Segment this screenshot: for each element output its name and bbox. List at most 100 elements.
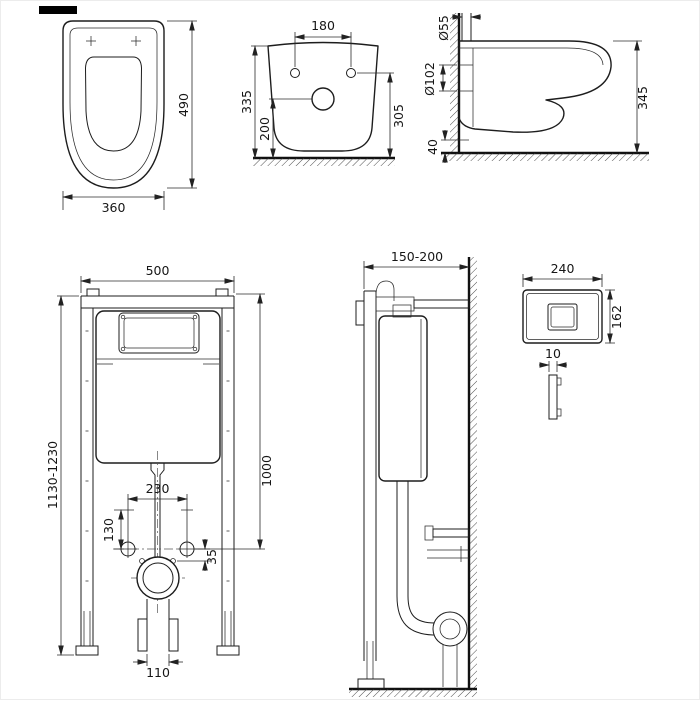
socket-hatch-left: [137, 618, 148, 652]
flush-button: [547, 303, 578, 331]
bowl-back-outline: [267, 41, 379, 152]
socket-hatch-right: [168, 618, 179, 652]
dim-frame-width: 500: [80, 263, 235, 293]
dim-offset-130-label: 130: [101, 518, 116, 542]
plate-side-profile: [548, 374, 558, 420]
dim-offset-35-label: 35: [204, 549, 219, 565]
profile-clip-bottom: [556, 408, 562, 417]
drain-outlet-inner: [142, 562, 174, 594]
stud-cross-marks: [119, 540, 196, 558]
view-bowl-side: Ø55 Ø102 345 40: [422, 13, 650, 163]
dim-bowl-depth: 490: [167, 20, 197, 189]
dim-frame-width-label: 500: [146, 263, 170, 278]
dim-bolt-height-label: 305: [391, 104, 406, 128]
top-tab-left: [86, 288, 100, 297]
drain-bell-inner: [439, 618, 461, 640]
dim-outlet-110: 110: [133, 654, 183, 680]
window-screw: [120, 314, 126, 320]
dim-bolt-spacing: 180: [294, 18, 352, 67]
plate-inner-line: [526, 293, 599, 340]
bowl-top-outline: [62, 20, 165, 189]
seat-line: [459, 47, 604, 66]
dim-bolt-height-1000-label: 1000: [259, 455, 274, 487]
rail-holes: [85, 330, 230, 582]
side-foot: [357, 678, 385, 690]
dim-flush-pipe-diameter: Ø55: [436, 14, 481, 41]
dim-bowl-width-label: 360: [102, 200, 126, 215]
floor-hatch: [349, 689, 477, 697]
frame-rails: [80, 295, 235, 646]
flush-pipe: [461, 13, 472, 41]
crop-mark: [39, 6, 77, 14]
drain-pipe-lines: [146, 599, 170, 651]
dim-bolt-spacing-label: 180: [311, 18, 335, 33]
dim-floor-gap: 40: [425, 130, 469, 163]
side-cistern: [378, 315, 428, 482]
dim-bowl-width: 360: [62, 191, 165, 215]
dim-flush-pipe-diameter-label: Ø55: [436, 15, 451, 41]
floor-hatch: [253, 158, 395, 166]
dim-plate-width-label: 240: [551, 261, 575, 276]
side-rail: [363, 290, 377, 661]
bolt-hole-left: [290, 68, 300, 78]
dim-total-height: 335: [239, 45, 268, 159]
wall-hatch: [450, 13, 459, 153]
view-bowl-top: 490 360: [62, 20, 197, 215]
dim-side-height-label: 345: [635, 86, 650, 110]
dim-side-height: 345: [613, 40, 650, 154]
inspection-window-inner: [123, 317, 195, 349]
dim-stud-spacing-230: 230: [127, 481, 188, 541]
plate-outline: [522, 289, 603, 344]
dim-depth-range-label: 150-200: [391, 249, 443, 264]
plate-frame-front: [355, 300, 365, 326]
foot-left: [75, 645, 99, 656]
dim-plate-width: 240: [522, 261, 603, 287]
bracket-arm: [375, 296, 415, 312]
dim-floor-gap-label: 40: [425, 139, 440, 155]
leg-adjusters: [83, 611, 232, 646]
dim-plate-thickness-label: 10: [545, 346, 561, 361]
drain-bell-outer: [432, 611, 468, 647]
seat-hinge-marks: [86, 36, 141, 46]
profile-clip-top: [556, 377, 562, 386]
bowl-top-seat-line: [69, 27, 158, 181]
dim-depth-range: 150-200: [363, 249, 470, 289]
dim-outlet-height: 200: [257, 98, 312, 159]
leg-adjuster: [366, 641, 374, 679]
inlet-pipe: [427, 546, 469, 562]
foot-right: [216, 645, 240, 656]
dim-outlet-110-label: 110: [146, 665, 170, 680]
dim-outlet-height-label: 200: [257, 117, 272, 141]
wall-hatch: [469, 257, 477, 689]
dim-plate-height: 162: [605, 289, 624, 344]
dim-plate-height-label: 162: [609, 305, 624, 329]
dim-total-height-label: 335: [239, 90, 254, 114]
top-hook: [375, 280, 395, 301]
window-screw: [120, 346, 126, 352]
dim-stud-spacing-230-label: 230: [146, 481, 170, 496]
top-tab-right: [215, 288, 229, 297]
bolt-hole-right: [346, 68, 356, 78]
bowl-side-outline: [458, 40, 612, 133]
window-screw: [192, 346, 198, 352]
dim-outlet-diameter-label: Ø102: [422, 62, 437, 96]
bracket-rod: [413, 299, 470, 309]
view-frame-front: 500 1130-1230 1000 230 130 35: [45, 263, 274, 680]
dim-frame-height-range-label: 1130-1230: [45, 441, 60, 509]
flush-button-inner: [550, 306, 575, 328]
dim-offset-35: 35: [177, 539, 219, 571]
drain-downpipe: [442, 644, 458, 687]
flush-bend-pipe: [150, 463, 165, 557]
view-flush-plate: 240 162 10: [522, 261, 624, 420]
fill-valve-top: [392, 304, 412, 318]
side-flush-pipe: [396, 481, 409, 596]
fixing-rod: [432, 528, 470, 538]
floor-hatch: [441, 153, 649, 161]
dim-plate-thickness: 10: [539, 346, 567, 372]
inspection-window: [118, 312, 200, 354]
dim-outlet-diameter: Ø102: [422, 62, 457, 96]
dim-offset-130: 130: [101, 509, 124, 550]
dim-bolt-height: 305: [357, 72, 406, 159]
window-screw: [192, 314, 198, 320]
